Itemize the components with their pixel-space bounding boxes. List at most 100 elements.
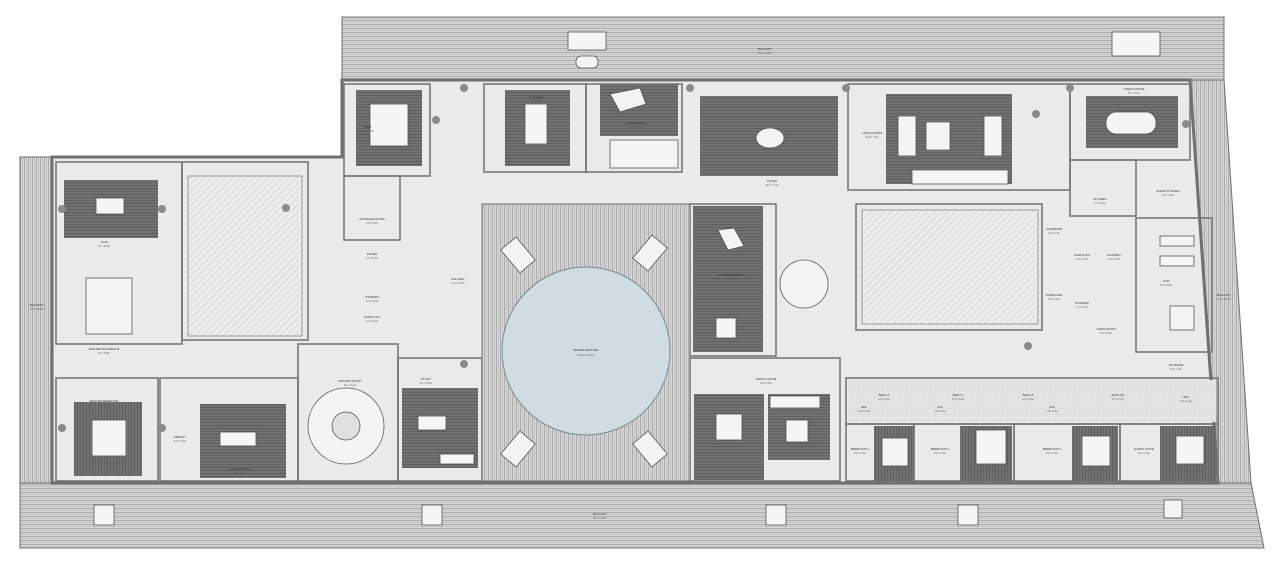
label-balcony-west: BALCONY bbox=[30, 303, 44, 307]
label-balcony-west-size: 4.0 x 19.5m bbox=[30, 307, 44, 311]
treadmill-2 bbox=[1159, 255, 1195, 267]
lounger-3 bbox=[500, 430, 536, 468]
label-bath-gs-size: 2.4 x 2.4m bbox=[1112, 397, 1124, 401]
label-library-size: 5.5 x 4.6m bbox=[174, 439, 186, 443]
label-wic-2: WIC bbox=[937, 405, 944, 409]
label-kitchen-top-size: 5.3 x 5.8m bbox=[530, 99, 542, 103]
label-storage-size: 1.8 x 1.2m bbox=[1170, 367, 1182, 371]
outdoor-table-4 bbox=[957, 504, 979, 526]
label-master-study-size: 6.1 x 6.1m bbox=[344, 383, 356, 387]
label-wic-3: WIC bbox=[1049, 405, 1056, 409]
label-guest-wc-size: 2.4 x 2.0m bbox=[366, 319, 378, 323]
label-bedroom-1: BEDROOM 1 bbox=[851, 447, 869, 451]
label-powder: POWDER bbox=[365, 295, 379, 299]
label-study-size: 6.1 x 5.5m bbox=[420, 381, 432, 385]
label-linen-room-size: 2.4 x 2.6m bbox=[1100, 331, 1112, 335]
label-powder-size: 2.4 x 2.0m bbox=[366, 299, 378, 303]
label-storage: STORAGE bbox=[1169, 363, 1184, 367]
label-foyer-main-size: 11.4 x 7.6m bbox=[765, 183, 778, 187]
label-gym-size: 6.4 x 8.6m bbox=[1160, 283, 1172, 287]
label-foyer-main: FOYER bbox=[767, 179, 778, 183]
master-bed bbox=[91, 419, 127, 457]
outdoor-table-3 bbox=[765, 504, 787, 526]
label-library: LIBRARY bbox=[174, 435, 187, 439]
living-coffee-table bbox=[925, 121, 951, 151]
label-den-size: 7.1 x 5.7m bbox=[362, 129, 374, 133]
label-corridor: CORRIDOR bbox=[1046, 227, 1063, 231]
label-bath-3-size: 2.4 x 2.4m bbox=[1022, 397, 1034, 401]
label-laundry: LAUNDRY bbox=[1107, 253, 1121, 257]
label-balcony-south-size: 97.7 x 4.0m bbox=[593, 516, 607, 520]
balconies bbox=[19, 16, 1265, 549]
label-show-kitchen: SHOW KITCHEN bbox=[1156, 189, 1179, 193]
label-wic-4: WIC bbox=[1183, 395, 1190, 399]
label-bedroom-1-size: 4.6 x 4.6m bbox=[854, 451, 866, 455]
outdoor-table-2 bbox=[421, 504, 443, 526]
label-wic-3-size: 1.8 x 2.4m bbox=[1046, 409, 1058, 413]
label-staircase-size: 3.0 x 3.0m bbox=[1048, 297, 1060, 301]
furniture bbox=[85, 31, 1205, 526]
labels: BALCONY 57.1 x 4.0m BALCONY 97.7 x 4.0m … bbox=[30, 47, 1231, 520]
label-entertainment: ENTERTAINMENT bbox=[719, 273, 744, 277]
master-vanity bbox=[85, 277, 133, 335]
label-water-feature: WATER FEATURE bbox=[573, 348, 598, 352]
label-music-room-size: 6.1 x 5.7m bbox=[630, 125, 642, 129]
label-staircase: STAIRCASE bbox=[1046, 293, 1063, 297]
label-water-feature-size: 12.2m x 12.2m bbox=[577, 353, 594, 357]
outdoor-table bbox=[575, 55, 599, 69]
label-wic-4-size: 1.8 x 2.4m bbox=[1180, 399, 1192, 403]
label-massage-room-size: 4.0 x 2.8m bbox=[366, 221, 378, 225]
room-stair-core-outline bbox=[855, 203, 1043, 331]
label-bath-1: BATH 1 bbox=[879, 393, 890, 397]
media-desk bbox=[417, 415, 447, 431]
label-media-room-size: 6.1 x 5.2m bbox=[234, 471, 246, 475]
label-bath-gs: BATH GS bbox=[1112, 393, 1125, 397]
bed-2 bbox=[975, 429, 1007, 465]
label-guest-suite-size: 4.6 x 4.6m bbox=[1138, 451, 1150, 455]
label-bedroom-2-size: 4.6 x 4.6m bbox=[934, 451, 946, 455]
label-corridor-size: 2.4 x 4.7m bbox=[1048, 231, 1060, 235]
label-powder-right-size: 1.7 x 1.5m bbox=[1076, 305, 1088, 309]
label-wic-2-size: 1.8 x 2.4m bbox=[934, 409, 946, 413]
label-music-room: MUSIC ROOM bbox=[626, 121, 646, 125]
label-gym-left: GYM bbox=[101, 240, 108, 244]
label-entertainment-size: 6.1 x 11.6m bbox=[725, 277, 738, 281]
label-master-bathroom: MASTER BATHROOM bbox=[89, 347, 120, 351]
label-foyer: FOYER bbox=[367, 252, 378, 256]
spiral-stair bbox=[779, 259, 829, 309]
gym-bench bbox=[219, 431, 257, 447]
label-bath-3: BATH 3 bbox=[1023, 393, 1034, 397]
lounger-4 bbox=[632, 430, 668, 468]
label-gallery-size: 2.4 x 12.2m bbox=[451, 281, 465, 285]
label-dining-room-size: 8.7 x 5.4m bbox=[1128, 91, 1140, 95]
living-sofa bbox=[897, 115, 917, 157]
label-media-room: MEDIA ROOM bbox=[230, 467, 250, 471]
label-bedroom-2: BEDROOM 2 bbox=[931, 447, 949, 451]
label-show-kitchen-size: 4.0 x 2.4m bbox=[1162, 193, 1174, 197]
label-balcony-south: BALCONY bbox=[593, 512, 607, 516]
label-kitchen-right-size: 6.4 x 4.0m bbox=[1094, 201, 1106, 205]
label-bath-1-size: 2.4 x 2.4m bbox=[878, 397, 890, 401]
label-living-room: LIVING ROOM bbox=[862, 131, 883, 135]
label-guest-wc-right: GUEST WC bbox=[1074, 253, 1091, 257]
label-laundry-size: 2.4 x 3.0m bbox=[1108, 257, 1120, 261]
stair-core-hatch bbox=[861, 209, 1039, 325]
family-coffee bbox=[785, 419, 809, 443]
balcony-north bbox=[341, 16, 1225, 81]
family-table bbox=[715, 413, 743, 441]
master-bathtub bbox=[95, 197, 125, 215]
ent-table bbox=[715, 317, 737, 339]
label-wic-1-size: 1.8 x 2.4m bbox=[858, 409, 870, 413]
label-gym: GYM bbox=[1163, 279, 1170, 283]
bed-1 bbox=[881, 437, 909, 467]
living-sofa-3 bbox=[911, 169, 1009, 185]
label-linen-room: LINEN ROOM bbox=[1096, 327, 1116, 331]
rugs bbox=[64, 84, 1216, 481]
label-gallery: GALLERY bbox=[451, 277, 465, 281]
foyer-table bbox=[755, 127, 785, 149]
master-study-inner bbox=[331, 411, 361, 441]
room-elevator-core-outline bbox=[181, 161, 309, 341]
treadmill-1 bbox=[1159, 235, 1195, 247]
label-den: DEN bbox=[365, 125, 371, 129]
